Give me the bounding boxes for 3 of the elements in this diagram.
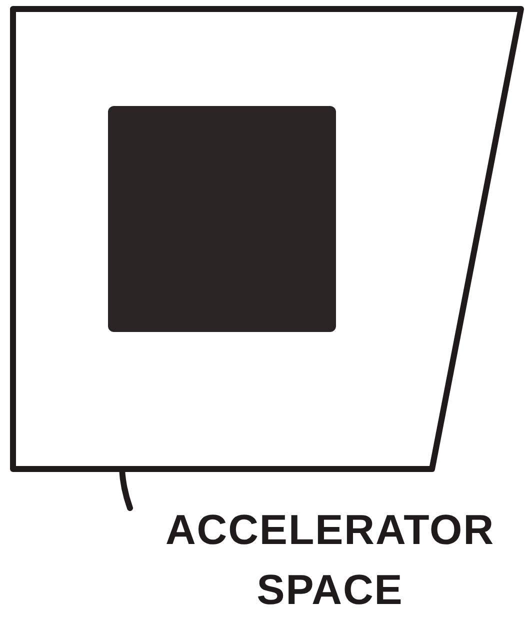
accelerator-outline (10, 6, 524, 472)
dark-square (108, 106, 336, 332)
callout-text: ACCELERATOR SPACE (140, 500, 520, 620)
